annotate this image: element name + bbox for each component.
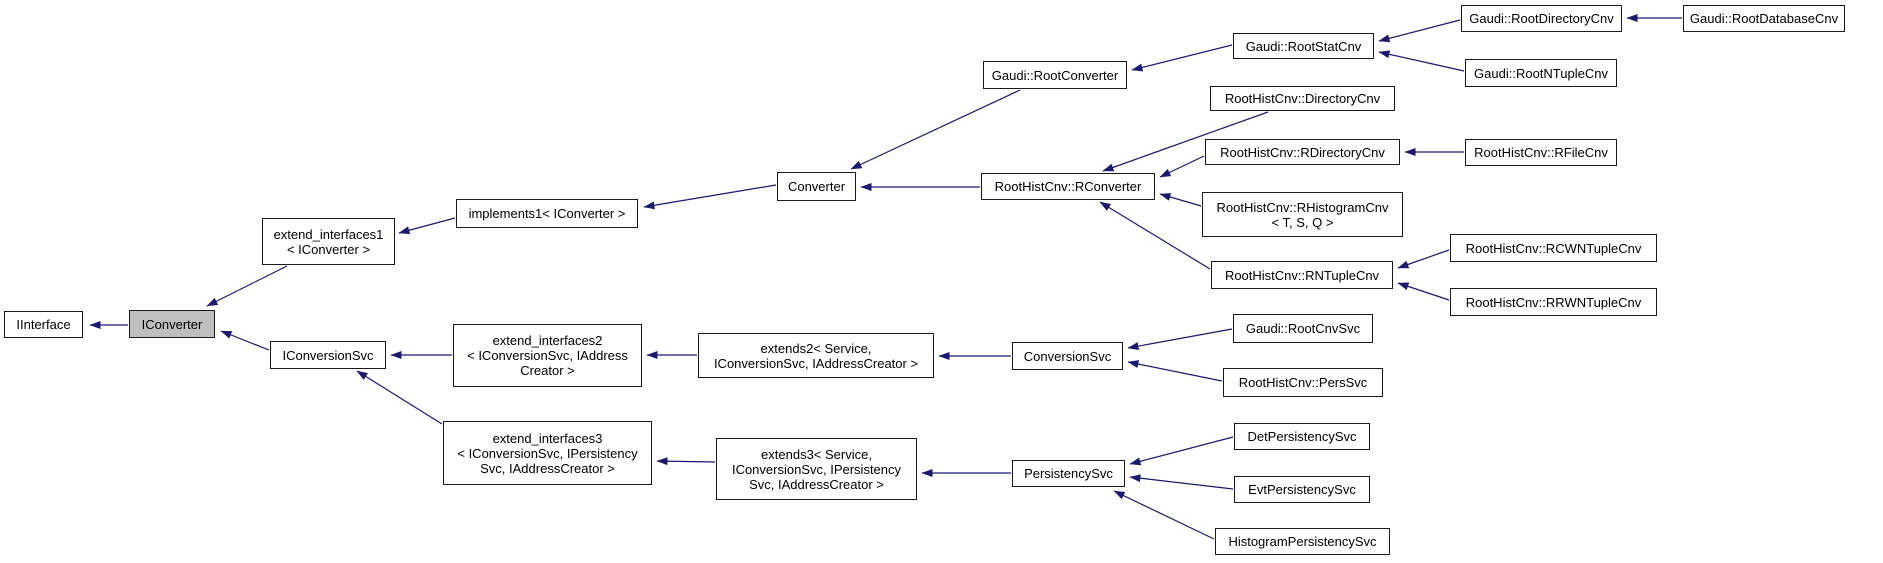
class-node-roothistcnv_perssvc[interactable]: RootHistCnv::PersSvc [1223, 368, 1383, 397]
class-node-conversionsvc[interactable]: ConversionSvc [1012, 342, 1123, 370]
class-node-detpersistencysvc[interactable]: DetPersistencySvc [1234, 423, 1370, 450]
class-node-roothistcnv_rhistogramcnv[interactable]: RootHistCnv::RHistogramCnv< T, S, Q > [1202, 192, 1403, 237]
class-node-iinterface[interactable]: IInterface [4, 311, 83, 338]
class-node-roothistcnv_rntuplecnv[interactable]: RootHistCnv::RNTupleCnv [1211, 261, 1393, 289]
class-node-label: < T, S, Q > [1271, 214, 1334, 230]
inherit-arrow-detpersistencysvc-to-persistencysvc [1129, 436, 1234, 466]
class-node-roothistcnv_rcwntuplecnv[interactable]: RootHistCnv::RCWNTupleCnv [1450, 234, 1657, 262]
inherit-arrow-roothistcnv_perssvc-to-conversionsvc [1127, 360, 1223, 382]
inherit-arrow-histogrampersistencysvc-to-persistencysvc [1113, 490, 1215, 540]
class-node-label: Creator > [520, 363, 575, 378]
class-node-iconverter: IConverter [129, 310, 215, 338]
class-node-label: extend_interfaces3 [492, 430, 603, 446]
class-node-gaudi_rootcnvsvc[interactable]: Gaudi::RootCnvSvc [1233, 314, 1373, 343]
class-node-label: Gaudi::RootNTupleCnv [1474, 65, 1608, 81]
inherit-arrow-iconversionsvc-to-iconverter [220, 330, 270, 351]
inherit-arrow-gaudi_rootconverter-to-converter [850, 89, 1021, 170]
class-node-label: RootHistCnv::RConverter [994, 179, 1142, 194]
class-node-histogrampersistencysvc[interactable]: HistogramPersistencySvc [1215, 528, 1390, 555]
class-node-label: implements1< IConverter > [468, 206, 626, 221]
class-node-roothistcnv_rfilecnv[interactable]: RootHistCnv::RFileCnv [1465, 139, 1617, 166]
class-node-label: extends3< Service, [761, 446, 872, 462]
class-node-label: IConversionSvc, IPersistency [731, 461, 902, 477]
class-node-label: RootHistCnv::DirectoryCnv [1224, 91, 1381, 106]
class-node-label: EvtPersistencySvc [1248, 482, 1356, 497]
inherit-arrow-extend_interfaces3-to-iconversionsvc [356, 370, 443, 425]
class-node-extend_interfaces1[interactable]: extend_interfaces1< IConverter > [262, 218, 395, 265]
class-node-gaudi_rootstatcnv[interactable]: Gaudi::RootStatCnv [1233, 33, 1374, 59]
class-node-label: Gaudi::RootStatCnv [1245, 38, 1362, 54]
class-node-label: Gaudi::RootDatabaseCnv [1689, 11, 1839, 26]
inherit-arrow-implements1-to-extend_interfaces1 [398, 217, 456, 235]
class-node-label: < IConversionSvc, IAddress [467, 348, 628, 363]
class-node-gaudi_rootntuplecnv[interactable]: Gaudi::RootNTupleCnv [1465, 59, 1617, 87]
class-node-label: IConversionSvc [282, 347, 374, 363]
class-node-label: DetPersistencySvc [1247, 429, 1357, 444]
class-node-extends2[interactable]: extends2< Service,IConversionSvc, IAddre… [698, 333, 934, 378]
class-node-label: Gaudi::RootConverter [991, 67, 1119, 83]
class-node-label: Converter [787, 179, 846, 194]
inherit-arrow-gaudi_rootcnvsvc-to-conversionsvc [1127, 328, 1233, 351]
inherit-arrow-gaudi_rootstatcnv-to-gaudi_rootconverter [1131, 44, 1233, 72]
inherit-arrow-extends3-to-extend_interfaces3 [656, 457, 716, 466]
class-node-iconversionsvc[interactable]: IConversionSvc [270, 341, 386, 369]
class-node-label: IConversionSvc, IAddressCreator > [713, 355, 919, 371]
class-node-label: extend_interfaces2 [492, 333, 603, 348]
inherit-arrow-roothistcnv_rntuplecnv-to-roothistcnv_rconverter [1099, 201, 1211, 270]
class-node-label: Svc, IAddressCreator > [480, 460, 615, 476]
class-node-gaudi_rootdatabasecnv[interactable]: Gaudi::RootDatabaseCnv [1683, 5, 1845, 32]
class-node-label: < IConverter > [286, 241, 371, 257]
inherit-arrow-roothistcnv_rhistogramcnv-to-roothistcnv_rconverter [1159, 193, 1202, 207]
class-node-gaudi_rootconverter[interactable]: Gaudi::RootConverter [983, 61, 1127, 89]
class-node-label: RootHistCnv::PersSvc [1238, 375, 1368, 390]
inherit-arrow-extend_interfaces1-to-iconverter [206, 265, 288, 307]
class-node-extends3[interactable]: extends3< Service,IConversionSvc, IPersi… [716, 438, 917, 500]
class-node-roothistcnv_rconverter[interactable]: RootHistCnv::RConverter [981, 173, 1155, 200]
class-node-extend_interfaces3[interactable]: extend_interfaces3< IConversionSvc, IPer… [443, 421, 652, 485]
class-node-evtpersistencysvc[interactable]: EvtPersistencySvc [1234, 476, 1370, 503]
class-node-label: Gaudi::RootDirectoryCnv [1469, 11, 1614, 26]
class-node-label: Svc, IAddressCreator > [749, 476, 884, 492]
inherit-arrow-roothistcnv_directorycnv-to-roothistcnv_rconverter [1102, 111, 1269, 172]
class-node-label: RootHistCnv::RFileCnv [1474, 145, 1608, 160]
class-node-converter[interactable]: Converter [777, 172, 856, 201]
class-node-label: RootHistCnv::RNTupleCnv [1224, 267, 1380, 283]
class-node-extend_interfaces2[interactable]: extend_interfaces2< IConversionSvc, IAdd… [453, 324, 642, 387]
class-node-label: extends2< Service, [760, 340, 872, 356]
inherit-arrow-gaudi_rootdirectorycnv-to-gaudi_rootstatcnv [1378, 19, 1461, 43]
class-node-label: RootHistCnv::RDirectoryCnv [1220, 144, 1385, 160]
class-node-roothistcnv_directorycnv[interactable]: RootHistCnv::DirectoryCnv [1210, 86, 1395, 111]
class-node-label: ConversionSvc [1023, 348, 1112, 364]
class-node-persistencysvc[interactable]: PersistencySvc [1012, 460, 1125, 487]
inherit-arrow-converter-to-implements1 [643, 184, 777, 210]
inherit-arrow-roothistcnv_rdirectorycnv-to-roothistcnv_rconverter [1159, 155, 1205, 178]
class-node-label: IInterface [16, 317, 71, 332]
class-node-roothistcnv_rdirectorycnv[interactable]: RootHistCnv::RDirectoryCnv [1205, 139, 1400, 165]
inherit-arrow-roothistcnv_rrwntuplecnv-to-roothistcnv_rntuplecnv [1397, 282, 1450, 301]
class-node-implements1[interactable]: implements1< IConverter > [456, 199, 638, 228]
class-node-label: < IConversionSvc, IPersistency [457, 445, 638, 461]
inherit-arrow-gaudi_rootntuplecnv-to-gaudi_rootstatcnv [1378, 50, 1465, 72]
inherit-arrow-evtpersistencysvc-to-persistencysvc [1129, 474, 1234, 490]
class-node-label: RootHistCnv::RCWNTupleCnv [1465, 240, 1642, 256]
class-node-label: Gaudi::RootCnvSvc [1245, 321, 1361, 336]
class-node-label: IConverter [141, 316, 203, 332]
class-node-label: HistogramPersistencySvc [1228, 534, 1377, 549]
class-node-gaudi_rootdirectorycnv[interactable]: Gaudi::RootDirectoryCnv [1461, 5, 1622, 32]
class-node-label: RootHistCnv::RHistogramCnv [1216, 199, 1389, 215]
class-node-label: PersistencySvc [1024, 466, 1113, 481]
class-node-label: extend_interfaces1 [273, 226, 384, 242]
class-node-roothistcnv_rrwntuplecnv[interactable]: RootHistCnv::RRWNTupleCnv [1450, 288, 1657, 316]
inherit-arrow-roothistcnv_rcwntuplecnv-to-roothistcnv_rntuplecnv [1397, 249, 1450, 269]
class-node-label: RootHistCnv::RRWNTupleCnv [1465, 294, 1642, 310]
